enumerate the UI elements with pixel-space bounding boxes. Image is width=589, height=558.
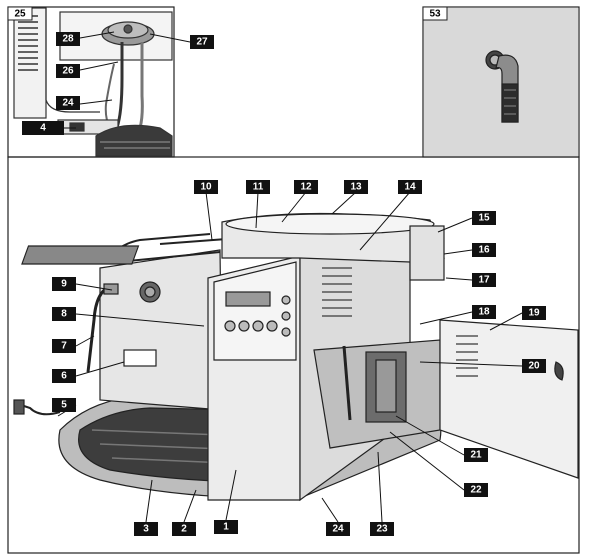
svg-text:28: 28 [62,34,74,45]
svg-text:9: 9 [61,279,67,290]
callout-1: 1 [214,520,238,534]
callout-8: 8 [52,307,76,321]
svg-text:12: 12 [300,182,312,193]
svg-text:4: 4 [40,123,46,134]
svg-text:6: 6 [61,371,67,382]
water-tank [409,225,445,281]
callout-3: 3 [134,522,158,536]
callout-12: 12 [294,180,318,194]
callout-18: 18 [472,305,496,319]
callout-9: 9 [52,277,76,291]
svg-text:26: 26 [62,66,74,77]
svg-text:7: 7 [61,341,67,352]
callout-10: 10 [194,180,218,194]
callout-4: 4 [22,121,64,135]
main-panel [7,156,580,554]
panel-labels: 25 53 [7,6,448,21]
callout-23: 23 [370,522,394,536]
display [225,291,271,307]
svg-text:15: 15 [478,213,490,224]
svg-text:8: 8 [61,309,67,320]
callout-15: 15 [472,211,496,225]
callout-labels: 28 27 26 24 4 10 11 12 13 14 15 16 17 18… [22,32,546,536]
callout-29: 28 [56,32,80,46]
svg-text:18: 18 [478,307,490,318]
svg-text:13: 13 [350,182,362,193]
panel-label-top-right: 53 [429,9,441,20]
svg-text:14: 14 [404,182,416,193]
callout-19: 19 [522,306,546,320]
callout-16: 16 [472,243,496,257]
svg-text:2: 2 [181,524,187,535]
callout-2: 2 [172,522,196,536]
svg-text:10: 10 [200,182,212,193]
svg-text:17: 17 [478,275,490,286]
callout-20: 20 [522,359,546,373]
callout-7: 7 [52,339,76,353]
top-right-detail-drawing [424,8,578,156]
callout-17: 17 [472,273,496,287]
callout-22: 22 [464,483,488,497]
svg-text:22: 22 [470,485,482,496]
svg-text:20: 20 [528,361,540,372]
callout-27: 26 [56,64,80,78]
callout-26: 24 [56,96,80,110]
svg-text:24: 24 [332,524,344,535]
svg-text:1: 1 [223,522,229,533]
panel-label-top-left: 25 [14,9,26,20]
svg-text:21: 21 [470,450,482,461]
svg-text:27: 27 [196,37,208,48]
callout-6: 6 [52,369,76,383]
coffee-spout [123,349,157,367]
svg-text:23: 23 [376,524,388,535]
svg-text:3: 3 [143,524,149,535]
svg-text:19: 19 [528,308,540,319]
svg-text:5: 5 [61,400,67,411]
callout-13: 13 [344,180,368,194]
left-body [99,249,223,411]
callout-5: 5 [52,398,76,412]
callout-21: 21 [464,448,488,462]
callout-14: 14 [398,180,422,194]
leader-lines [57,31,523,523]
svg-text:24: 24 [62,98,74,109]
power-cord [17,403,61,416]
svg-text:16: 16 [478,245,490,256]
svg-text:11: 11 [253,182,264,193]
callout-28: 27 [190,35,214,49]
callout-11: 11 [246,180,270,194]
callout-24: 24 [326,522,350,536]
